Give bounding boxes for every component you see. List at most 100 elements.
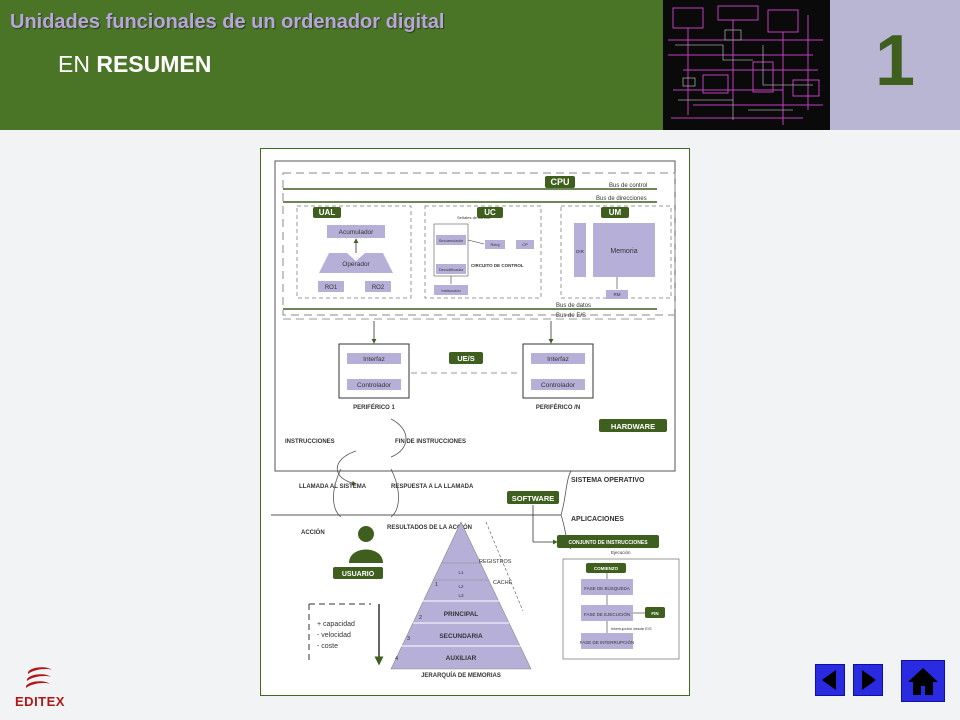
fin-instrucciones-label: FIN DE INSTRUCCIONES: [395, 439, 466, 445]
interrupcion-box: [581, 633, 633, 649]
chapter-number-box: 1: [830, 0, 960, 130]
ro1-label: RO1: [325, 285, 338, 291]
secuenciador-box: [436, 235, 466, 245]
bus-es-label: Bus de E/S: [556, 313, 586, 319]
cpu-label-bg: [545, 176, 575, 188]
uc-box: [424, 205, 542, 299]
busqueda-label: FASE DE BÚSQUEDA: [584, 585, 630, 591]
interrupcion-phase-label: FASE DE INTERRUPCIÓN: [580, 639, 635, 645]
uc-label: UC: [484, 208, 496, 217]
page-subtitle: EN RESUMEN: [58, 51, 211, 78]
sistema-operativo-label: SISTEMA OPERATIVO: [571, 477, 645, 484]
reloj-box: [485, 240, 505, 249]
page-title: Unidades funcionales de un ordenador dig…: [10, 11, 445, 33]
l3-label: L3: [458, 593, 464, 598]
respuesta-label: RESPUESTA A LA LLAMADA: [391, 484, 474, 490]
l1-label: L1: [458, 570, 464, 575]
cp-label: CP: [522, 242, 528, 247]
chapter-number: 1: [874, 21, 916, 101]
senales-label: Señales de control: [457, 215, 490, 220]
auxiliar-label: AUXILIAR: [446, 655, 477, 662]
ues-label-bg: [449, 352, 483, 364]
hardware-box: [274, 160, 676, 472]
ejecucion-label: Ejecución: [611, 550, 631, 555]
bus-control-label: Bus de control: [609, 183, 647, 189]
conjunto-label: CONJUNTO DE INSTRUCCIONES: [568, 540, 648, 546]
periferico2-label: PERIFÉRICO /N: [536, 403, 580, 411]
cache-label: CACHÉ: [493, 579, 513, 586]
um-box: [560, 205, 672, 299]
memoria-label: Memoria: [610, 248, 637, 255]
periferico1-label: PERIFÉRICO 1: [353, 403, 395, 411]
dir-label: DIR: [576, 249, 585, 254]
hardware-label: HARDWARE: [611, 422, 655, 431]
periferico2-box: [522, 343, 594, 399]
subtitle-prefix: EN: [58, 51, 90, 77]
dir-box: [574, 223, 586, 277]
instrucciones-label: INSTRUCCIONES: [285, 439, 335, 445]
ro2-label: RO2: [372, 285, 385, 291]
registros-label: REGISTROS: [479, 559, 512, 565]
ro2-box: [365, 281, 391, 292]
usuario-label-bg: [333, 567, 383, 579]
decodificador-label: Decodificador: [439, 267, 464, 272]
editex-logo: EDITEX: [8, 664, 72, 712]
ual-label: UAL: [319, 208, 336, 217]
ejecucion-phase-label: FASE DE EJECUCIÓN: [584, 611, 630, 617]
ual-box: [296, 205, 412, 299]
circuito-label: CIRCUITO DE CONTROL: [471, 263, 524, 268]
accion-label: ACCIÓN: [301, 528, 325, 536]
cpu-box: [282, 172, 676, 316]
acumulador-label: Acumulador: [339, 229, 375, 236]
operador-label: Operador: [342, 261, 370, 268]
periferico1-box: [338, 343, 410, 399]
home-button[interactable]: [901, 660, 945, 702]
secuenciador-label: Secuenciador: [439, 238, 464, 243]
menos-coste-label: - coste: [317, 643, 338, 650]
memoria-box: [593, 223, 655, 277]
mas-capacidad-label: + capacidad: [317, 621, 355, 628]
principal-label: PRINCIPAL: [444, 611, 479, 618]
conjunto-label-bg: [557, 535, 659, 548]
operador-shape: [319, 253, 393, 273]
secundaria-label: SECUNDARIA: [439, 633, 483, 640]
ri-label: Instrucción: [441, 288, 460, 293]
fin-label-bg: [645, 607, 665, 618]
lvl4-label: 4: [395, 656, 398, 662]
memory-pyramid: [390, 521, 532, 670]
interrupcion-label: Interrupción desde E/S: [611, 626, 652, 631]
interfaz1-box: [347, 353, 401, 364]
user-icon: [349, 526, 383, 563]
rm-box: [606, 290, 628, 299]
ri-box: [434, 285, 468, 295]
subtitle-bold: RESUMEN: [96, 51, 212, 77]
lvl2-label: 2: [419, 615, 422, 621]
reloj-label: Reloj: [490, 242, 499, 247]
logo-text: EDITEX: [15, 694, 65, 709]
lvl3-label: 3: [407, 636, 410, 642]
previous-button[interactable]: [815, 664, 845, 696]
controlador1-label: Controlador: [357, 382, 392, 389]
resultados-label: RESULTADOS DE LA ACCIÓN: [387, 523, 472, 531]
decodificador-box: [436, 264, 466, 274]
comienzo-label: COMIENZO: [594, 566, 619, 571]
um-label: UM: [609, 208, 622, 217]
bus-direcciones-label: Bus de direcciones: [596, 196, 647, 202]
ues-label: UE/S: [457, 354, 475, 363]
software-label-bg: [507, 491, 559, 504]
previous-arrow-icon: [822, 670, 836, 690]
home-icon: [908, 668, 938, 695]
next-arrow-icon: [862, 670, 876, 690]
ro1-box: [318, 281, 344, 292]
busqueda-box: [581, 579, 633, 595]
fin-label: FIN: [651, 611, 658, 616]
next-button[interactable]: [853, 664, 883, 696]
controlador2-box: [531, 379, 585, 390]
menos-velocidad-label: - velocidad: [317, 632, 351, 639]
header-banner: Unidades funcionales de un ordenador dig…: [0, 0, 663, 130]
uc-label-bg: [477, 207, 503, 218]
ual-label-bg: [313, 207, 341, 218]
circuit-thumbnail: [663, 0, 830, 130]
interfaz1-label: Interfaz: [363, 356, 385, 363]
interfaz2-label: Interfaz: [547, 356, 569, 363]
